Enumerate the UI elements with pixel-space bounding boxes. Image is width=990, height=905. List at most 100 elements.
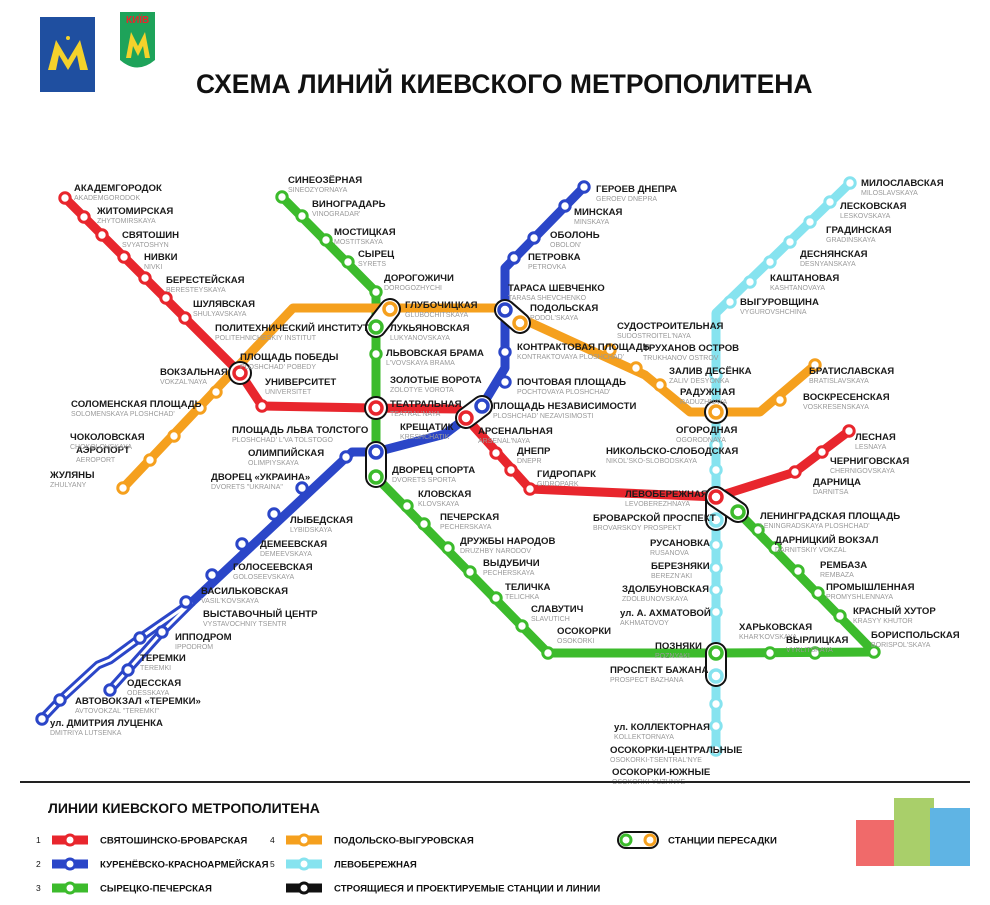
- station-marker[interactable]: [179, 595, 193, 609]
- station-marker[interactable]: [400, 499, 414, 513]
- station-marker[interactable]: [209, 385, 223, 399]
- station-marker[interactable]: [441, 541, 455, 555]
- station-marker[interactable]: [709, 438, 723, 452]
- station-marker[interactable]: [116, 481, 130, 495]
- station-marker[interactable]: [489, 446, 503, 460]
- station-marker[interactable]: [498, 345, 512, 359]
- station-marker[interactable]: [577, 180, 591, 194]
- station-marker[interactable]: [205, 568, 219, 582]
- station-marker[interactable]: [653, 378, 667, 392]
- station-marker[interactable]: [255, 399, 269, 413]
- station-marker[interactable]: [159, 291, 173, 305]
- station-marker[interactable]: [811, 586, 825, 600]
- station-marker[interactable]: [603, 343, 617, 357]
- station-marker[interactable]: [193, 401, 207, 415]
- station-marker[interactable]: [768, 541, 782, 555]
- station-name: ПОЗНЯКИ: [655, 641, 702, 652]
- station-marker[interactable]: [167, 429, 181, 443]
- transfer-station[interactable]: [228, 361, 252, 385]
- station-marker[interactable]: [803, 215, 817, 229]
- station-marker[interactable]: [843, 176, 857, 190]
- station-marker[interactable]: [523, 482, 537, 496]
- station-marker[interactable]: [788, 465, 802, 479]
- station-marker[interactable]: [295, 209, 309, 223]
- station-name-latin: AEROPORT: [76, 457, 116, 464]
- station-marker[interactable]: [783, 235, 797, 249]
- station-marker[interactable]: [629, 361, 643, 375]
- station-marker[interactable]: [275, 190, 289, 204]
- station-marker[interactable]: [463, 565, 477, 579]
- station-marker[interactable]: [58, 191, 72, 205]
- station-marker[interactable]: [117, 250, 131, 264]
- station-marker[interactable]: [515, 619, 529, 633]
- transfer-station[interactable]: [365, 298, 401, 338]
- station-marker[interactable]: [808, 646, 822, 660]
- station-marker[interactable]: [498, 375, 512, 389]
- station-marker[interactable]: [823, 195, 837, 209]
- station-marker[interactable]: [541, 646, 555, 660]
- station-marker[interactable]: [709, 719, 723, 733]
- station-name-latin: DNEPR: [517, 458, 542, 465]
- station-marker[interactable]: [709, 463, 723, 477]
- station-marker[interactable]: [763, 255, 777, 269]
- station-marker[interactable]: [121, 663, 135, 677]
- station-marker[interactable]: [178, 311, 192, 325]
- station-marker[interactable]: [143, 453, 157, 467]
- station-marker[interactable]: [808, 358, 822, 372]
- station-marker[interactable]: [709, 583, 723, 597]
- station-marker[interactable]: [842, 424, 856, 438]
- station-marker[interactable]: [773, 393, 787, 407]
- transfer-station[interactable]: [494, 299, 531, 334]
- transfer-station[interactable]: [455, 395, 493, 429]
- station-marker[interactable]: [709, 368, 723, 382]
- station-marker[interactable]: [791, 564, 805, 578]
- station-marker[interactable]: [833, 609, 847, 623]
- station-marker[interactable]: [53, 693, 67, 707]
- station-marker[interactable]: [235, 537, 249, 551]
- station-marker[interactable]: [558, 199, 572, 213]
- station-marker[interactable]: [504, 463, 518, 477]
- station-marker[interactable]: [709, 605, 723, 619]
- station-marker[interactable]: [507, 251, 521, 265]
- page-title: СХЕМА ЛИНИЙ КИЕВСКОГО МЕТРОПОЛИТЕНА: [196, 69, 813, 99]
- station-marker[interactable]: [369, 347, 383, 361]
- station-marker[interactable]: [133, 631, 147, 645]
- station-marker[interactable]: [709, 743, 723, 757]
- station-marker[interactable]: [339, 450, 353, 464]
- station-marker[interactable]: [867, 645, 881, 659]
- transfer-station[interactable]: [365, 441, 387, 488]
- station-marker[interactable]: [417, 517, 431, 531]
- station-marker[interactable]: [709, 561, 723, 575]
- station-marker[interactable]: [763, 646, 777, 660]
- station-marker[interactable]: [295, 481, 309, 495]
- station-marker[interactable]: [35, 712, 49, 726]
- transfer-station[interactable]: [704, 400, 728, 424]
- station-marker[interactable]: [103, 683, 117, 697]
- station-marker[interactable]: [709, 697, 723, 711]
- station-marker[interactable]: [489, 591, 503, 605]
- station-marker[interactable]: [155, 625, 169, 639]
- station-marker[interactable]: [77, 210, 91, 224]
- station-marker[interactable]: [369, 285, 383, 299]
- station-name-latin: LESKOVSKAYA: [840, 213, 891, 220]
- station-marker[interactable]: [138, 271, 152, 285]
- station-marker[interactable]: [723, 295, 737, 309]
- station-marker[interactable]: [527, 231, 541, 245]
- station-marker[interactable]: [743, 275, 757, 289]
- transfer-station[interactable]: [705, 486, 749, 523]
- station-marker[interactable]: [709, 538, 723, 552]
- station-marker[interactable]: [319, 233, 333, 247]
- transfer-station[interactable]: [705, 642, 727, 687]
- station-marker[interactable]: [815, 445, 829, 459]
- transfer-station[interactable]: [364, 396, 388, 420]
- station-marker[interactable]: [751, 523, 765, 537]
- station-marker[interactable]: [95, 228, 109, 242]
- station-marker[interactable]: [267, 507, 281, 521]
- station-marker[interactable]: [341, 255, 355, 269]
